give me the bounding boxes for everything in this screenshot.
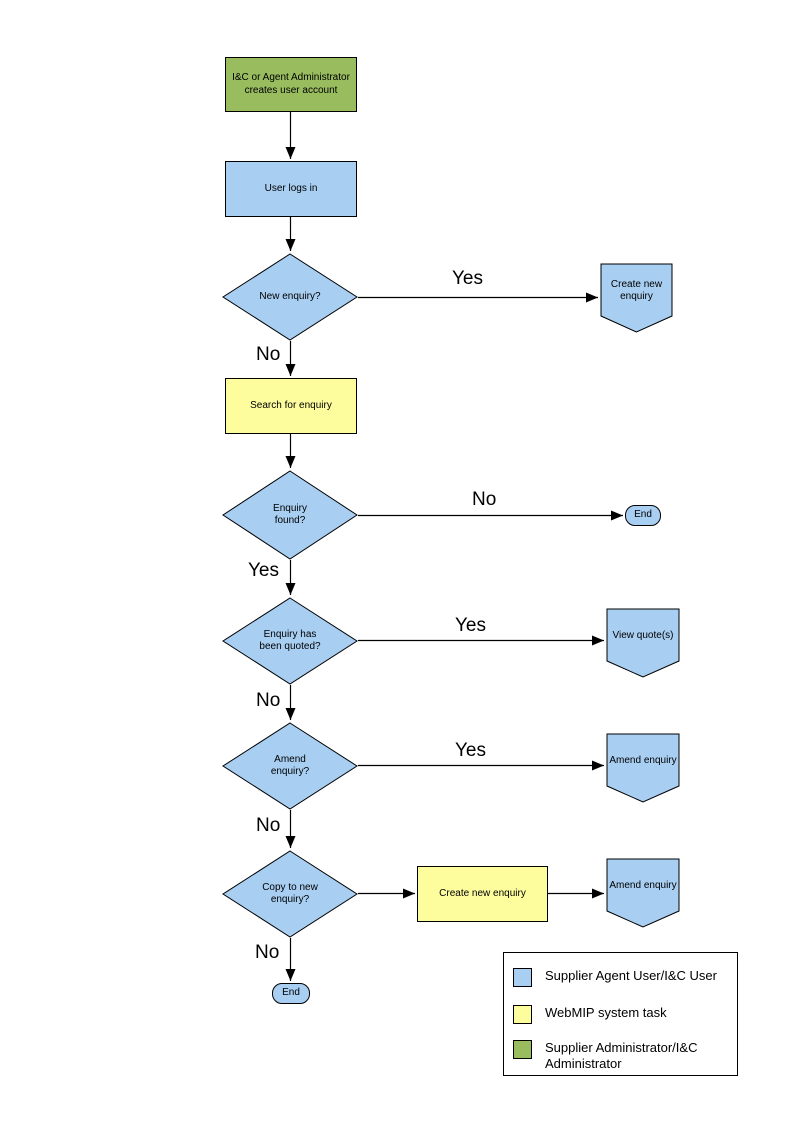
decision-new-enquiry: New enquiry? — [222, 253, 358, 341]
offpage-amend-enquiry-2: Amend enquiry — [606, 858, 680, 928]
edge-label-no-copy-to-new: No — [255, 942, 280, 963]
legend-label: Supplier Agent User/I&C User — [545, 968, 717, 983]
node-label: New enquiry? — [259, 290, 321, 302]
node-label: Create new enquiry — [439, 887, 526, 899]
node-label: Search for enquiry — [250, 399, 332, 411]
decision-enquiry-quoted: Enquiry has been quoted? — [222, 597, 358, 685]
decision-amend-enquiry: Amend enquiry? — [222, 722, 358, 810]
legend-item-green: Supplier Administrator/I&C Administrator — [513, 1040, 730, 1072]
node-label: Enquiry found? — [273, 502, 307, 527]
legend: Supplier Agent User/I&C User WebMIP syst… — [503, 952, 738, 1076]
edge-label-yes-enquiry-quoted: Yes — [455, 615, 486, 636]
edge-label-yes-amend-enquiry: Yes — [455, 740, 486, 761]
node-search-for-enquiry: Search for enquiry — [225, 378, 357, 434]
node-label: Amend enquiry — [609, 879, 677, 891]
legend-swatch-yellow — [513, 1005, 532, 1024]
node-label: Create new enquiry — [610, 278, 663, 303]
node-label: Copy to new enquiry? — [262, 881, 318, 906]
edge-label-no-amend-enquiry: No — [256, 815, 281, 836]
node-label: View quote(s) — [612, 629, 674, 641]
edge-label-no-enquiry-quoted: No — [256, 690, 281, 711]
decision-copy-to-new-enquiry: Copy to new enquiry? — [222, 850, 358, 938]
offpage-view-quotes: View quote(s) — [606, 608, 680, 678]
edge-label-yes-new-enquiry: Yes — [452, 268, 483, 289]
node-label: Enquiry has been quoted? — [259, 628, 321, 653]
legend-label: Supplier Administrator/I&C Administrator — [545, 1040, 698, 1071]
node-admin-creates-account: I&C or Agent Administrator creates user … — [225, 57, 357, 112]
legend-item-blue: Supplier Agent User/I&C User — [513, 968, 730, 987]
node-create-new-enquiry-task: Create new enquiry — [417, 866, 548, 922]
edge-label-no-enquiry-found: No — [472, 489, 497, 510]
node-user-logs-in: User logs in — [225, 161, 357, 217]
legend-swatch-blue — [513, 968, 532, 987]
legend-swatch-green — [513, 1040, 532, 1059]
terminator-end-2: End — [272, 983, 310, 1004]
legend-item-yellow: WebMIP system task — [513, 1005, 730, 1024]
offpage-amend-enquiry: Amend enquiry — [606, 733, 680, 803]
node-label: End — [282, 987, 300, 999]
node-label: User logs in — [264, 182, 318, 194]
terminator-end-1: End — [625, 505, 661, 526]
edge-label-yes-enquiry-found: Yes — [248, 560, 279, 581]
edge-label-no-new-enquiry: No — [256, 344, 281, 365]
legend-label: WebMIP system task — [545, 1005, 667, 1020]
node-label: I&C or Agent Administrator creates user … — [232, 72, 350, 96]
node-label: Amend enquiry? — [270, 753, 310, 778]
node-label: End — [634, 509, 652, 521]
offpage-create-new-enquiry: Create new enquiry — [600, 263, 673, 333]
node-label: Amend enquiry — [609, 754, 677, 766]
decision-enquiry-found: Enquiry found? — [222, 470, 358, 560]
